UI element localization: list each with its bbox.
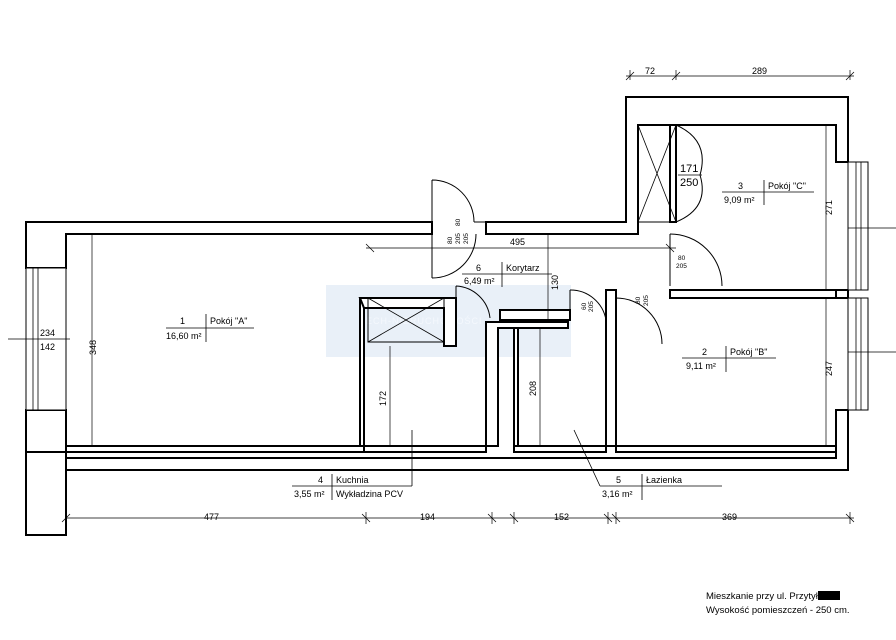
svg-text:247: 247 — [824, 361, 834, 376]
svg-text:289: 289 — [752, 66, 767, 76]
svg-text:495: 495 — [510, 237, 525, 247]
svg-text:234: 234 — [40, 328, 55, 338]
svg-text:4: 4 — [318, 475, 323, 485]
svg-text:5: 5 — [616, 475, 621, 485]
room-label-b: 2 Pokój "B" 9,11 m² — [686, 347, 767, 371]
room-label-a: 1 Pokój "A" 16,60 m² — [166, 316, 247, 341]
watermark-text: LECH-NIERUCHOMOŚCI — [360, 315, 483, 326]
svg-text:3,55 m²: 3,55 m² — [294, 489, 325, 499]
stove — [367, 297, 445, 343]
redaction-block — [817, 591, 840, 600]
svg-text:1: 1 — [180, 316, 185, 326]
svg-text:72: 72 — [645, 66, 655, 76]
svg-text:80: 80 — [678, 255, 686, 262]
room-label-kitchen: 4 Kuchnia 3,55 m² Wykładzina PCV — [294, 475, 403, 499]
svg-text:Korytarz: Korytarz — [506, 263, 540, 273]
svg-text:205: 205 — [643, 295, 650, 306]
svg-text:142: 142 — [40, 342, 55, 352]
svg-text:80: 80 — [447, 236, 454, 244]
svg-text:3: 3 — [738, 181, 743, 191]
room-label-corridor: 6 Korytarz 6,49 m² — [464, 263, 540, 286]
svg-text:348: 348 — [88, 340, 98, 355]
svg-text:Pokój "C": Pokój "C" — [768, 181, 806, 191]
svg-text:Pokój "B": Pokój "B" — [730, 347, 767, 357]
svg-text:9,11 m²: 9,11 m² — [686, 361, 716, 371]
dimension-labels: 72 289 495 348 234 142 271 247 172 208 1… — [40, 66, 834, 522]
svg-text:80: 80 — [635, 296, 642, 304]
interior-walls — [65, 124, 837, 453]
room-label-c: 3 Pokój "C" 9,09 m² — [724, 181, 806, 205]
svg-text:Kuchnia: Kuchnia — [336, 475, 369, 485]
svg-text:171: 171 — [680, 163, 698, 175]
svg-text:205: 205 — [455, 233, 462, 244]
svg-text:205: 205 — [588, 301, 595, 312]
wardrobe — [637, 124, 720, 223]
svg-text:60: 60 — [581, 302, 588, 310]
window-right — [847, 161, 896, 411]
svg-text:Pokój "A": Pokój "A" — [210, 316, 247, 326]
label-leaders — [166, 180, 814, 500]
svg-text:130: 130 — [550, 275, 560, 290]
svg-text:250: 250 — [680, 177, 698, 189]
svg-text:9,09 m²: 9,09 m² — [724, 195, 755, 205]
svg-text:205: 205 — [463, 233, 470, 244]
svg-text:477: 477 — [204, 512, 219, 522]
doors — [431, 179, 723, 345]
room-label-bathroom: 5 Łazienka 3,16 m² — [602, 475, 682, 499]
caption-height: Wysokość pomieszczeń - 250 cm. — [706, 605, 850, 616]
svg-text:271: 271 — [824, 200, 834, 215]
svg-text:Wykładzina PCV: Wykładzina PCV — [336, 489, 403, 499]
door-labels: 80 80 205 205 80 205 80 205 60 205 — [447, 218, 687, 312]
svg-text:6,49 m²: 6,49 m² — [464, 276, 495, 286]
svg-text:369: 369 — [722, 512, 737, 522]
svg-text:80: 80 — [455, 218, 462, 226]
svg-text:194: 194 — [420, 512, 435, 522]
svg-text:152: 152 — [554, 512, 569, 522]
svg-text:3,16 m²: 3,16 m² — [602, 489, 633, 499]
svg-text:Łazienka: Łazienka — [646, 475, 682, 485]
plan-caption: Mieszkanie przy ul. Przytył Wysokość pom… — [706, 590, 850, 618]
svg-text:172: 172 — [378, 391, 388, 406]
svg-text:16,60 m²: 16,60 m² — [166, 331, 202, 341]
svg-text:205: 205 — [676, 263, 687, 270]
svg-text:2: 2 — [702, 347, 707, 357]
svg-text:6: 6 — [476, 263, 481, 273]
caption-address: Mieszkanie przy ul. Przytył — [706, 590, 850, 604]
svg-text:208: 208 — [528, 381, 538, 396]
window-left — [8, 267, 70, 411]
dimension-lines — [61, 70, 855, 524]
